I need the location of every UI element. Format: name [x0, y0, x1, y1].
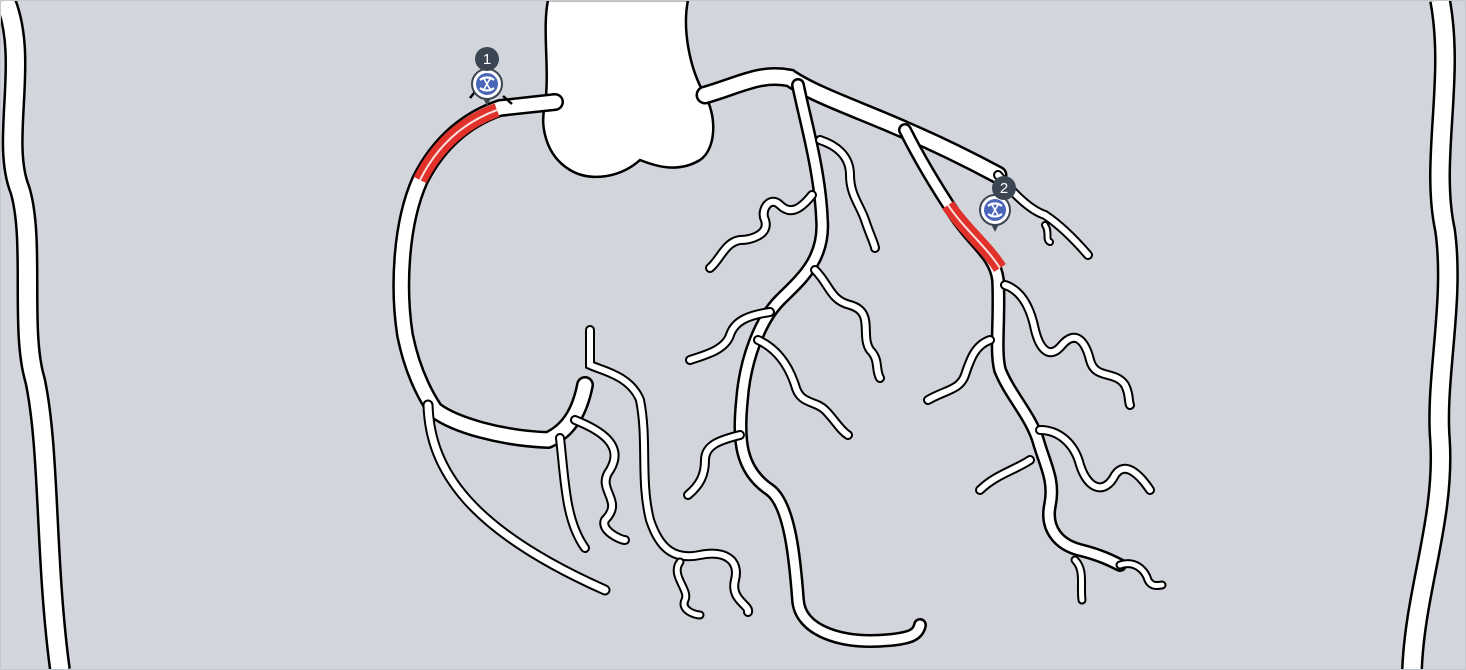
left-coronary-artery: [688, 76, 1162, 640]
stenosis-marker-2[interactable]: 2: [980, 176, 1016, 232]
left-border-vessel: [5, 0, 60, 670]
stenosis-marker-1[interactable]: 1: [472, 47, 502, 106]
marker-number-2: 2: [1000, 180, 1008, 197]
marker-number-1: 1: [483, 51, 491, 68]
aorta: [543, 0, 713, 177]
right-border-vessel: [1412, 0, 1448, 670]
stent-icon: [472, 69, 502, 99]
